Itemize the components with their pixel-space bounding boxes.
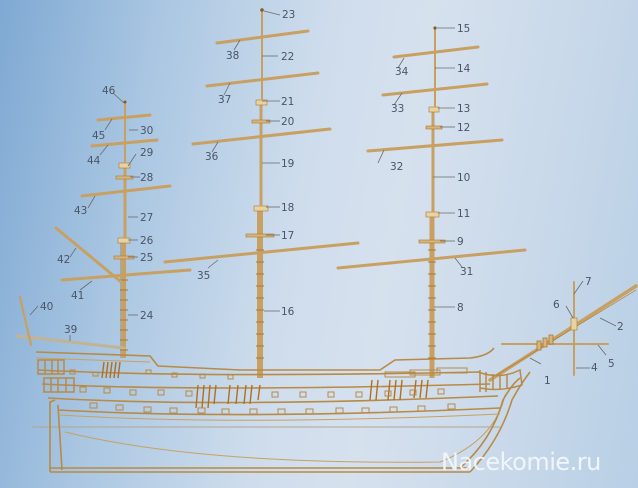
label-36: 36 [205,151,219,163]
label-30: 30 [140,125,153,137]
hull [32,347,531,473]
label-15: 15 [457,23,470,35]
label-24: 24 [140,310,154,322]
bowsprit [488,281,638,382]
label-29: 29 [140,147,153,159]
label-19: 19 [281,158,294,170]
label-28: 28 [140,172,153,184]
label-18: 18 [281,202,294,214]
mizzen-mast [15,100,192,358]
label-31: 31 [460,266,473,278]
label-14: 14 [457,63,471,75]
leader-lines [29,10,617,369]
label-1: 1 [544,375,551,387]
label-8: 8 [457,302,464,314]
label-20: 20 [281,116,294,128]
label-2: 2 [617,321,624,333]
label-21: 21 [281,96,294,108]
label-11: 11 [457,208,470,220]
label-35: 35 [197,270,210,282]
label-39: 39 [64,324,77,336]
label-37: 37 [218,94,231,106]
label-25: 25 [140,252,153,264]
label-32: 32 [390,161,403,173]
label-44: 44 [87,155,101,167]
label-40: 40 [40,301,53,313]
label-34: 34 [395,66,409,78]
label-38: 38 [226,50,239,62]
label-33: 33 [391,103,404,115]
label-4: 4 [591,362,598,374]
label-26: 26 [140,235,154,247]
watermark: Nacekomie.ru [441,448,601,476]
label-5: 5 [608,358,615,370]
label-27: 27 [140,212,153,224]
label-43: 43 [74,205,87,217]
label-22: 22 [281,51,294,63]
label-23: 23 [282,9,295,21]
label-41: 41 [71,290,84,302]
label-16: 16 [281,306,295,318]
main-mast [163,8,360,378]
label-17: 17 [281,230,294,242]
label-46: 46 [102,85,116,97]
label-13: 13 [457,103,470,115]
part-labels: 46 45 30 44 29 28 43 27 26 42 25 41 24 4… [40,9,624,387]
label-45: 45 [92,130,105,142]
label-42: 42 [57,254,70,266]
label-12: 12 [457,122,470,134]
label-9: 9 [457,236,464,248]
fore-mast [336,26,527,378]
label-6: 6 [553,299,560,311]
label-7: 7 [585,276,592,288]
label-10: 10 [457,172,470,184]
